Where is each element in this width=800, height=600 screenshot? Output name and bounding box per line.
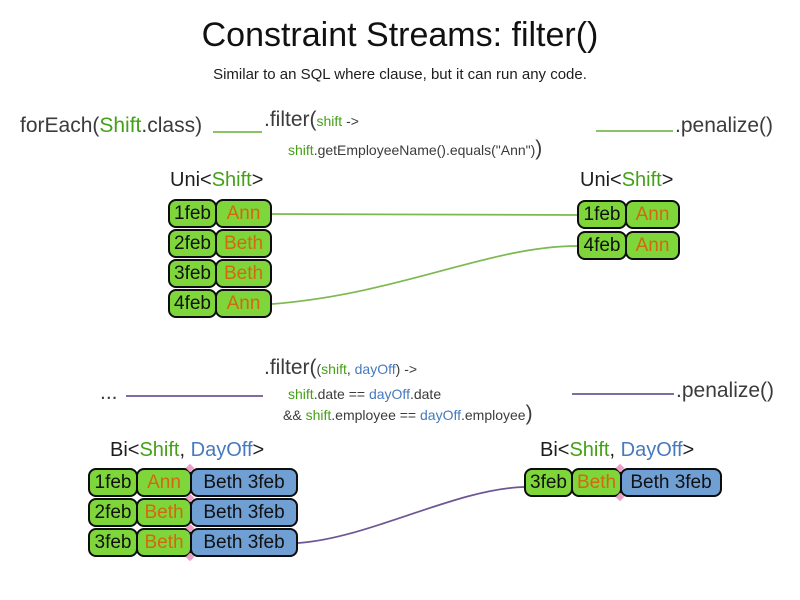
date-cell: 3feb — [524, 468, 573, 497]
filter-call-1: .filter(shift -> — [264, 108, 359, 132]
foreach-pre: forEach( — [20, 114, 100, 137]
employee-cell: Ann — [625, 200, 680, 229]
filter-close-2: ) — [525, 402, 533, 425]
employee-cell: Ann — [215, 199, 272, 228]
date-cell: 4feb — [577, 231, 627, 260]
date-cell: 3feb — [88, 528, 138, 557]
dayoff-cell: Beth 3feb — [620, 468, 722, 497]
penalize-call-1: .penalize() — [675, 114, 774, 137]
foreach-type: Shift — [99, 114, 142, 137]
employee-cell: Beth — [215, 259, 272, 288]
filter-param-shift: shift — [321, 361, 347, 377]
date-cell: 1feb — [88, 468, 138, 497]
employee-cell: Beth — [136, 528, 192, 557]
page-title: Constraint Streams: filter() — [201, 16, 599, 54]
foreach-call: forEach(Shift.class) — [20, 114, 202, 138]
filter-param-dayoff: dayOff — [354, 361, 396, 377]
connector-row-1feb — [271, 213, 578, 216]
dayoff-cell: Beth 3feb — [190, 528, 298, 557]
filter-param-1: shift — [316, 113, 343, 129]
employee-cell: Beth — [571, 468, 622, 497]
bi-type-label-left: Bi<Shift, DayOff> — [110, 439, 265, 461]
date-cell: 2feb — [88, 498, 138, 527]
date-cell: 4feb — [168, 289, 217, 318]
lambda-body-1: .getEmployeeName().equals("Ann") — [313, 142, 536, 158]
connector-row-4feb — [271, 245, 578, 305]
date-cell: 3feb — [168, 259, 217, 288]
date-cell: 1feb — [168, 199, 217, 228]
filter-method-2: .filter( — [264, 356, 317, 379]
filter-lambda-body-1: shift.getEmployeeName().equals("Ann")) — [288, 137, 543, 160]
employee-cell: Ann — [215, 289, 272, 318]
bi-type-label-right: Bi<Shift, DayOff> — [540, 439, 695, 461]
filter-lambda-line3: && shift.employee == dayOff.employee) — [283, 402, 533, 425]
lambda-var-1: shift — [288, 142, 314, 158]
employee-cell: Ann — [625, 231, 680, 260]
dayoff-cell: Beth 3feb — [190, 498, 298, 527]
foreach-post: .class) — [141, 114, 203, 137]
filter-arrow-1: -> — [342, 113, 359, 129]
date-cell: 1feb — [577, 200, 627, 229]
filter-call-2: .filter((shift, dayOff) -> — [264, 356, 418, 379]
uni-type-label-left: Uni<Shift> — [170, 169, 264, 191]
filter-method-1: .filter( — [264, 108, 317, 131]
filter-lambda-line2: shift.date == dayOff.date — [288, 386, 442, 402]
date-cell: 2feb — [168, 229, 217, 258]
dayoff-cell: Beth 3feb — [190, 468, 298, 497]
filter-arrow-2: ) -> — [395, 361, 418, 377]
penalize-call-2: .penalize() — [676, 379, 775, 402]
filter-close-1: ) — [535, 137, 543, 160]
employee-cell: Beth — [136, 498, 192, 527]
employee-cell: Ann — [136, 468, 192, 497]
stream-source-ellipsis: ... — [100, 381, 118, 404]
employee-cell: Beth — [215, 229, 272, 258]
connector-row-3feb — [297, 486, 525, 544]
uni-type-label-right: Uni<Shift> — [580, 169, 674, 191]
page-subtitle: Similar to an SQL where clause, but it c… — [213, 66, 587, 83]
